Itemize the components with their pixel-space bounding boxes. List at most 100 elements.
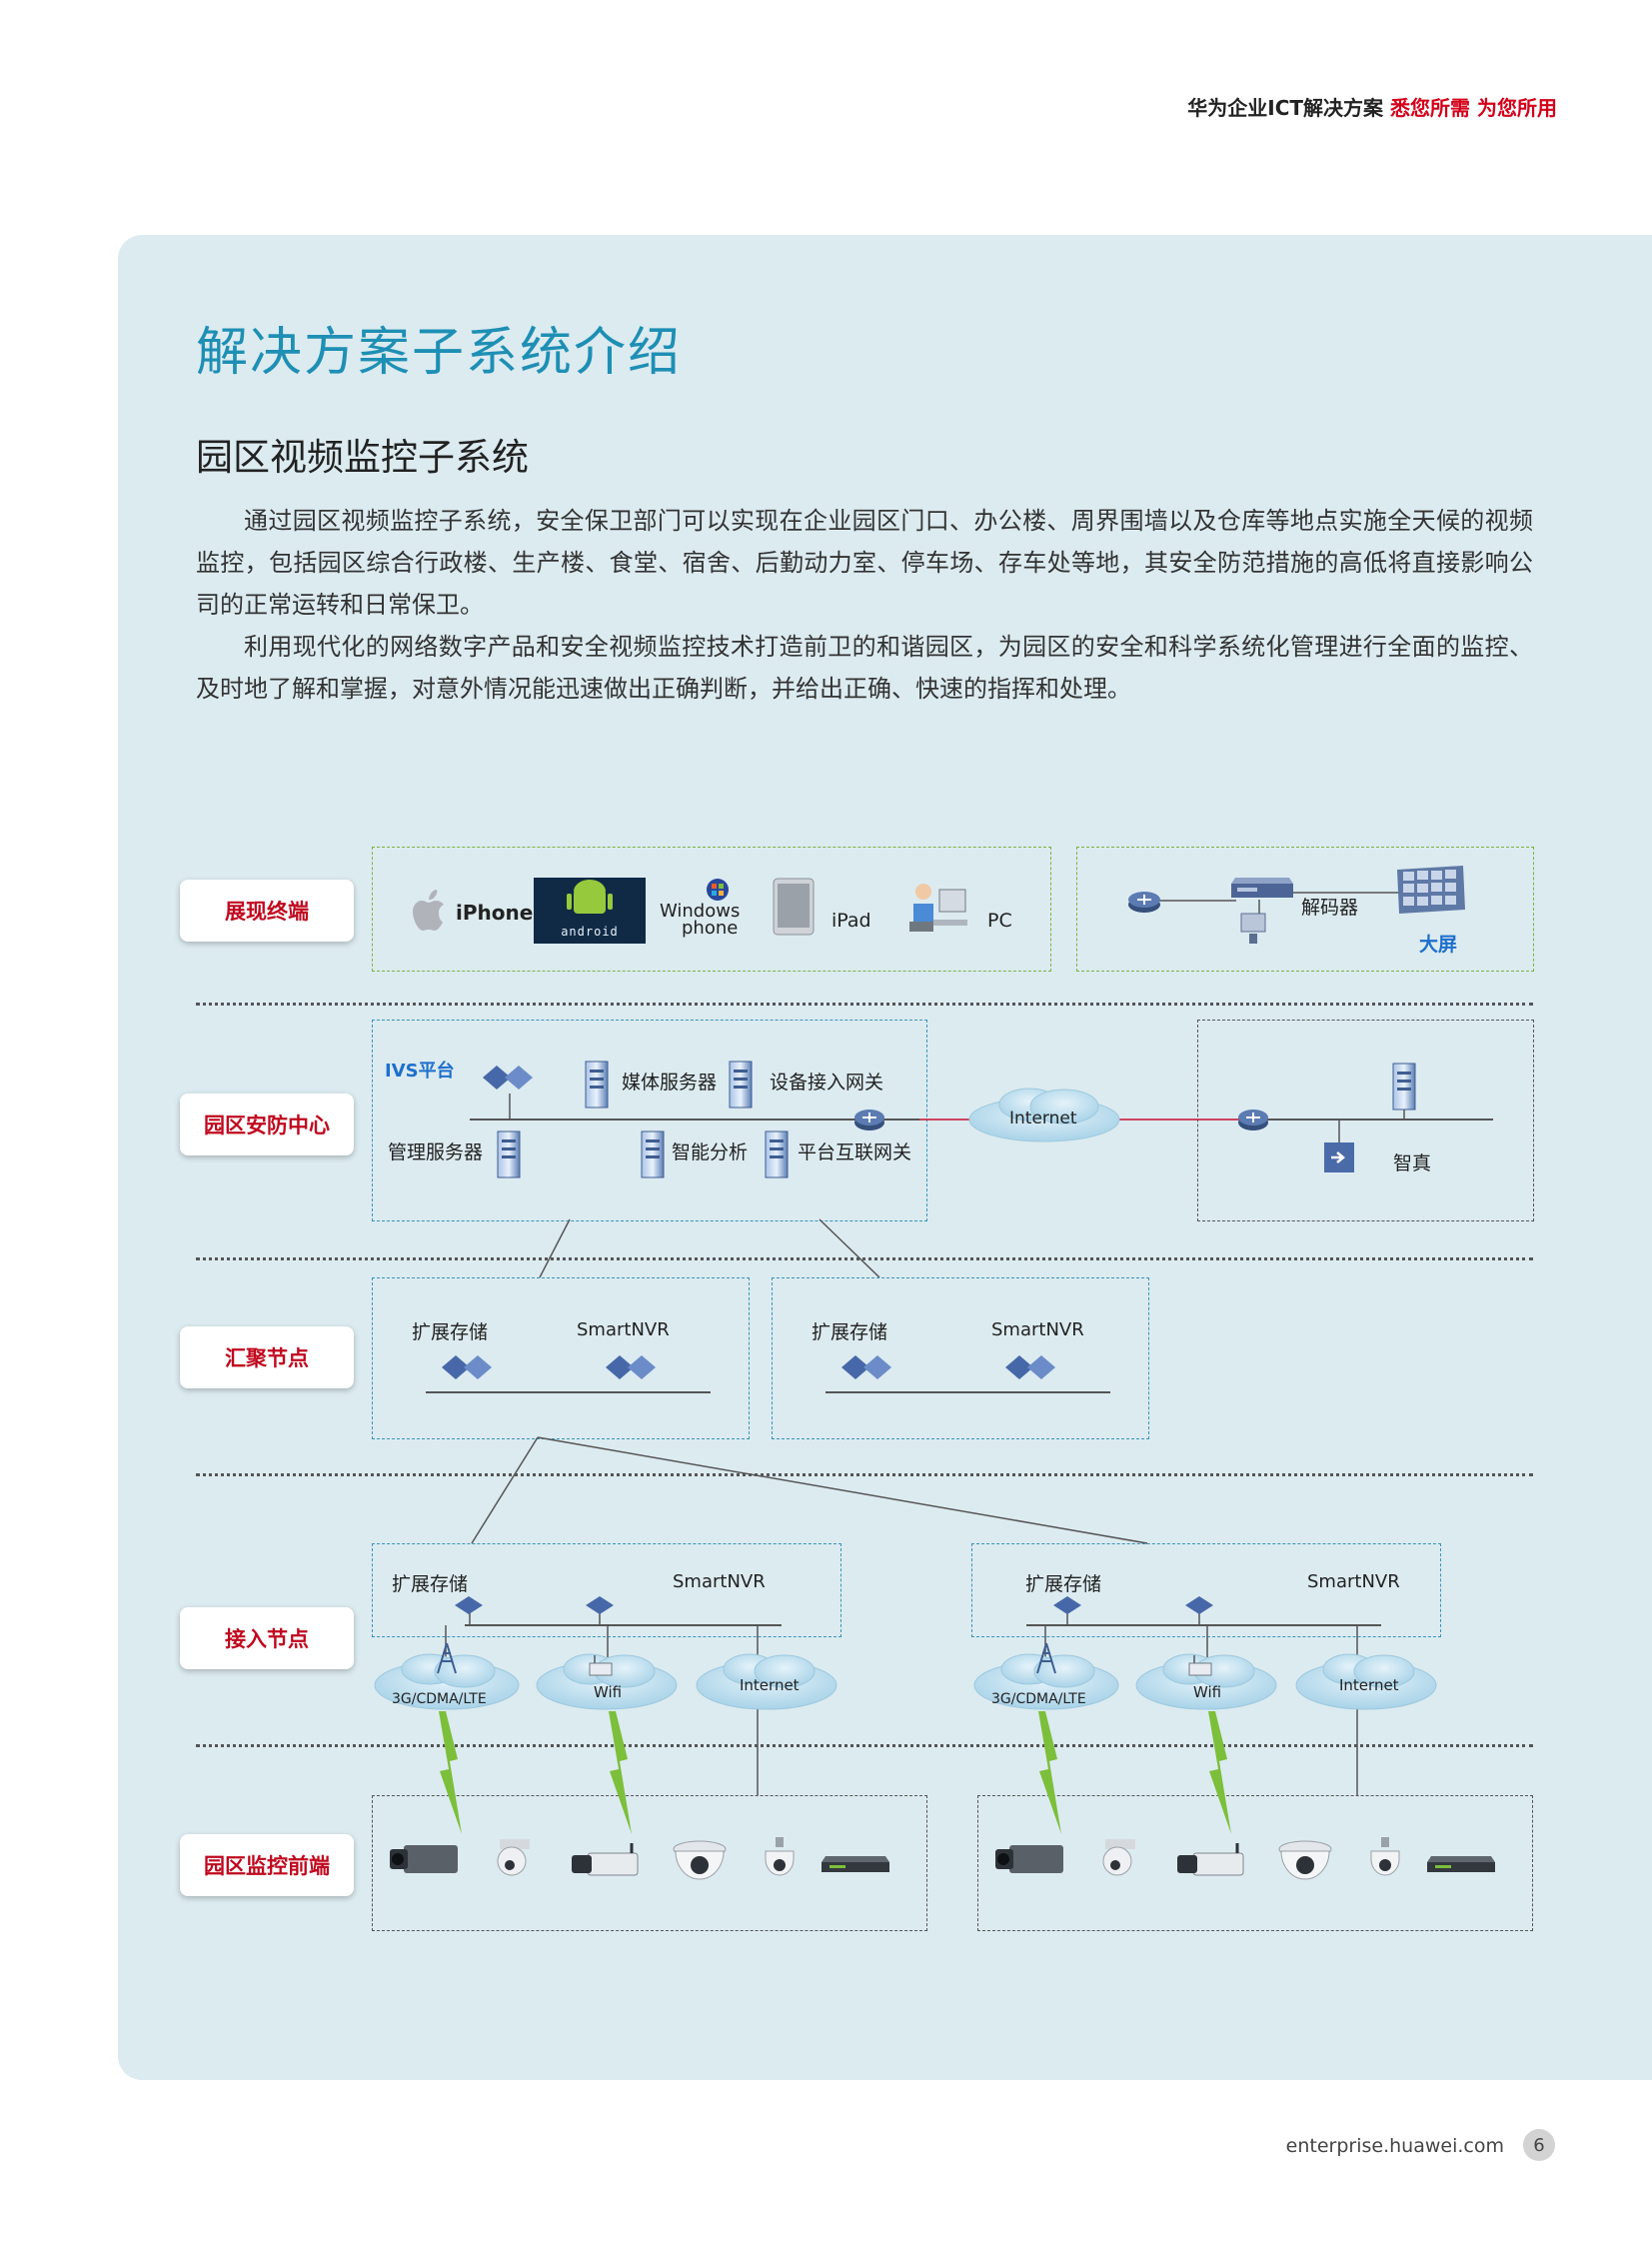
header-tagline: 悉您所需 为您所用 [1390, 96, 1557, 120]
router-icon [1128, 892, 1160, 913]
nvr-device-icon [606, 1355, 656, 1379]
agg1-nvr-label: SmartNVR [577, 1319, 670, 1340]
telepresence-device-icon [1324, 1142, 1354, 1172]
layer-label-display: 展现终端 [180, 880, 354, 942]
agg1-storage-label: 扩展存储 [412, 1321, 489, 1343]
storage-device-icon [1053, 1596, 1081, 1614]
bullet-camera-icon [572, 1843, 639, 1876]
access-node-1 [372, 1543, 841, 1637]
ptz-camera-icon [497, 1839, 530, 1876]
content-panel [118, 235, 1652, 2080]
layer-label-frontend: 园区监控前端 [180, 1834, 354, 1896]
cloud-wifi-label: Wifi [594, 1683, 623, 1701]
frontend-group-1 [372, 1795, 927, 1931]
android-icon: android [534, 878, 646, 944]
interconnect-gateway-icon [765, 1130, 789, 1178]
wifi-ap-icon [589, 1655, 613, 1676]
agg2-storage-label: 扩展存储 [812, 1321, 888, 1343]
aggregation-node-1 [372, 1277, 750, 1439]
section-title: 园区视频监控子系统 [196, 436, 529, 479]
access-node-2 [971, 1543, 1441, 1637]
ipad-label: iPad [831, 910, 871, 932]
telepresence-group [1197, 1020, 1534, 1221]
switch-icon [483, 1066, 533, 1090]
storage-device-icon [442, 1355, 492, 1379]
layer-divider [196, 1744, 1533, 1747]
wifi-ap-icon [1188, 1655, 1212, 1676]
layer-divider [196, 1257, 1533, 1260]
access2-storage-label: 扩展存储 [1025, 1573, 1102, 1595]
ipad-icon [773, 878, 815, 936]
device-gateway-label: 设备接入网关 [770, 1072, 884, 1094]
layer-label-access: 接入节点 [180, 1607, 354, 1669]
storage-device-icon [841, 1355, 891, 1379]
encoder-device-icon [1427, 1856, 1495, 1872]
interconnect-gateway-label: 平台互联网关 [798, 1141, 912, 1163]
mgmt-server-icon [497, 1130, 521, 1178]
analysis-server-icon [641, 1130, 665, 1178]
page-number: 6 [1523, 2129, 1555, 2161]
footer-url[interactable]: enterprise.huawei.com [1285, 2135, 1504, 2157]
pc-label: PC [987, 910, 1012, 932]
speed-dome-icon [765, 1837, 795, 1876]
cloud-3g-label: 3G/CDMA/LTE [991, 1691, 1086, 1707]
router-icon [854, 1110, 884, 1130]
device-gateway-icon [729, 1061, 753, 1109]
telepresence-server-icon [1392, 1063, 1416, 1111]
big-screen-label: 大屏 [1419, 934, 1458, 956]
box-camera-icon [390, 1845, 458, 1873]
cell-tower-icon [437, 1642, 457, 1674]
ivs-platform-label: IVS平台 [385, 1061, 455, 1082]
speed-dome-icon [1370, 1837, 1400, 1876]
windows-phone-label-1: Windows [660, 901, 741, 922]
media-server-icon [585, 1061, 609, 1109]
video-wall-icon [1397, 866, 1465, 914]
access1-nvr-label: SmartNVR [673, 1571, 766, 1592]
pc-user-icon [909, 884, 967, 932]
storage-device-icon [455, 1596, 483, 1614]
nvr-device-icon [1185, 1596, 1213, 1614]
decoder-label: 解码器 [1301, 897, 1359, 919]
layer-divider [196, 1473, 1533, 1476]
dome-camera-icon [673, 1840, 727, 1880]
nvr-device-icon [586, 1596, 614, 1614]
header-brand: 华为企业ICT解决方案 [1187, 96, 1384, 120]
mgmt-server-label: 管理服务器 [388, 1141, 484, 1163]
cell-tower-icon [1036, 1642, 1056, 1674]
cloud-internet-label: Internet [740, 1676, 800, 1694]
internet-label: Internet [1009, 1109, 1077, 1128]
cloud-internet-label: Internet [1339, 1676, 1399, 1694]
windows-flag-icon [707, 879, 729, 901]
terminal-group [372, 847, 1051, 972]
cloud-wifi-label: Wifi [1193, 1683, 1222, 1701]
frontend-group-2 [977, 1795, 1533, 1931]
box-camera-icon [995, 1845, 1063, 1873]
layer-label-center: 园区安防中心 [180, 1094, 354, 1155]
layer-divider [196, 1003, 1533, 1006]
layer-label-aggregation: 汇聚节点 [180, 1326, 354, 1388]
intro-text: 通过园区视频监控子系统，安全保卫部门可以实现在企业园区门口、办公楼、周界围墙以及… [196, 500, 1533, 710]
bullet-camera-icon [1177, 1843, 1244, 1876]
apple-icon [413, 890, 444, 931]
access2-nvr-label: SmartNVR [1307, 1571, 1400, 1592]
paragraph: 利用现代化的网络数字产品和安全视频监控技术打造前卫的和谐园区，为园区的安全和科学… [196, 633, 1533, 703]
router-icon [1238, 1110, 1268, 1130]
access1-storage-label: 扩展存储 [392, 1573, 469, 1595]
iphone-label: iPhone [456, 901, 534, 925]
paragraph: 通过园区视频监控子系统，安全保卫部门可以实现在企业园区门口、办公楼、周界围墙以及… [196, 507, 1533, 619]
page-title: 解决方案子系统介绍 [196, 323, 683, 383]
decoder-device-icon [1231, 878, 1293, 898]
encoder-device-icon [822, 1856, 889, 1872]
ptz-camera-icon [1102, 1839, 1135, 1876]
workstation-icon [1240, 913, 1266, 944]
nvr-device-icon [1005, 1355, 1055, 1379]
header-slogan: 华为企业ICT解决方案 悉您所需 为您所用 [1187, 92, 1557, 121]
windows-phone-label-2: phone [682, 918, 739, 939]
agg2-nvr-label: SmartNVR [991, 1319, 1084, 1340]
dome-camera-icon [1278, 1840, 1332, 1880]
cloud-3g-label: 3G/CDMA/LTE [392, 1691, 487, 1707]
aggregation-node-2 [772, 1277, 1149, 1439]
display-wall-group [1076, 847, 1534, 972]
telepresence-label: 智真 [1393, 1152, 1432, 1174]
